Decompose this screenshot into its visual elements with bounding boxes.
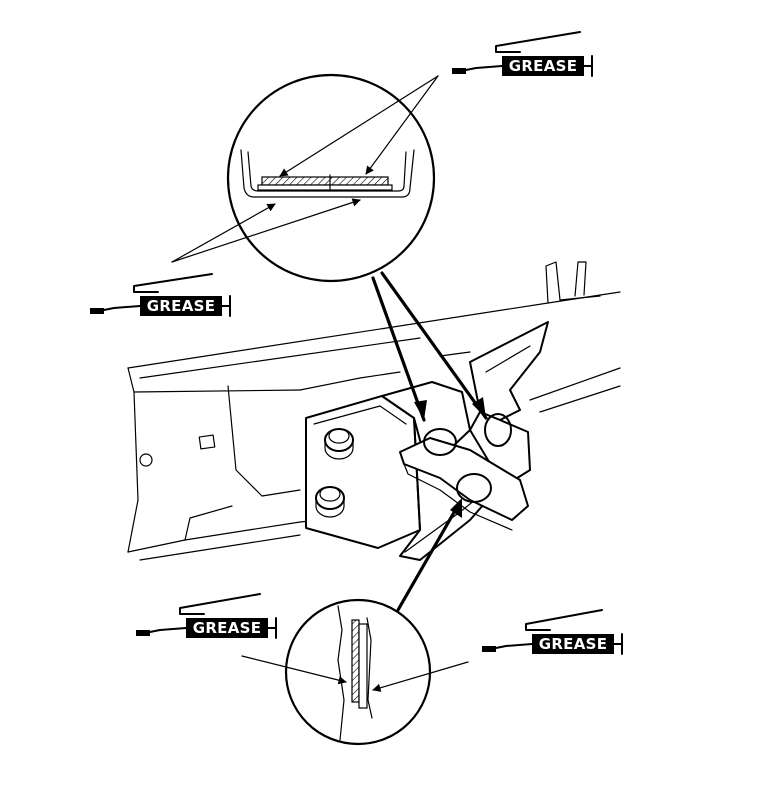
pointer-arrows: [171, 75, 469, 692]
grease-text: GREASE: [509, 57, 578, 75]
grease-label-bottom-left: GREASE: [136, 593, 277, 639]
latch-bracket: [305, 381, 506, 561]
grease-text: GREASE: [539, 635, 608, 653]
bolt-lower: [315, 486, 345, 518]
leader-line-lower: [396, 498, 462, 612]
release-lever: [399, 413, 529, 531]
leader-lines-upper: [371, 271, 488, 422]
frame-member: [127, 261, 621, 561]
grease-text: GREASE: [193, 619, 262, 637]
grease-text: GREASE: [147, 297, 216, 315]
grease-label-top-right: GREASE: [452, 31, 593, 77]
detail-view-lower: [284, 598, 432, 746]
detail-view-upper: [226, 73, 436, 283]
bolt-upper: [324, 428, 354, 460]
grease-label-left: GREASE: [90, 273, 231, 317]
grease-label-bottom-right: GREASE: [482, 609, 623, 655]
